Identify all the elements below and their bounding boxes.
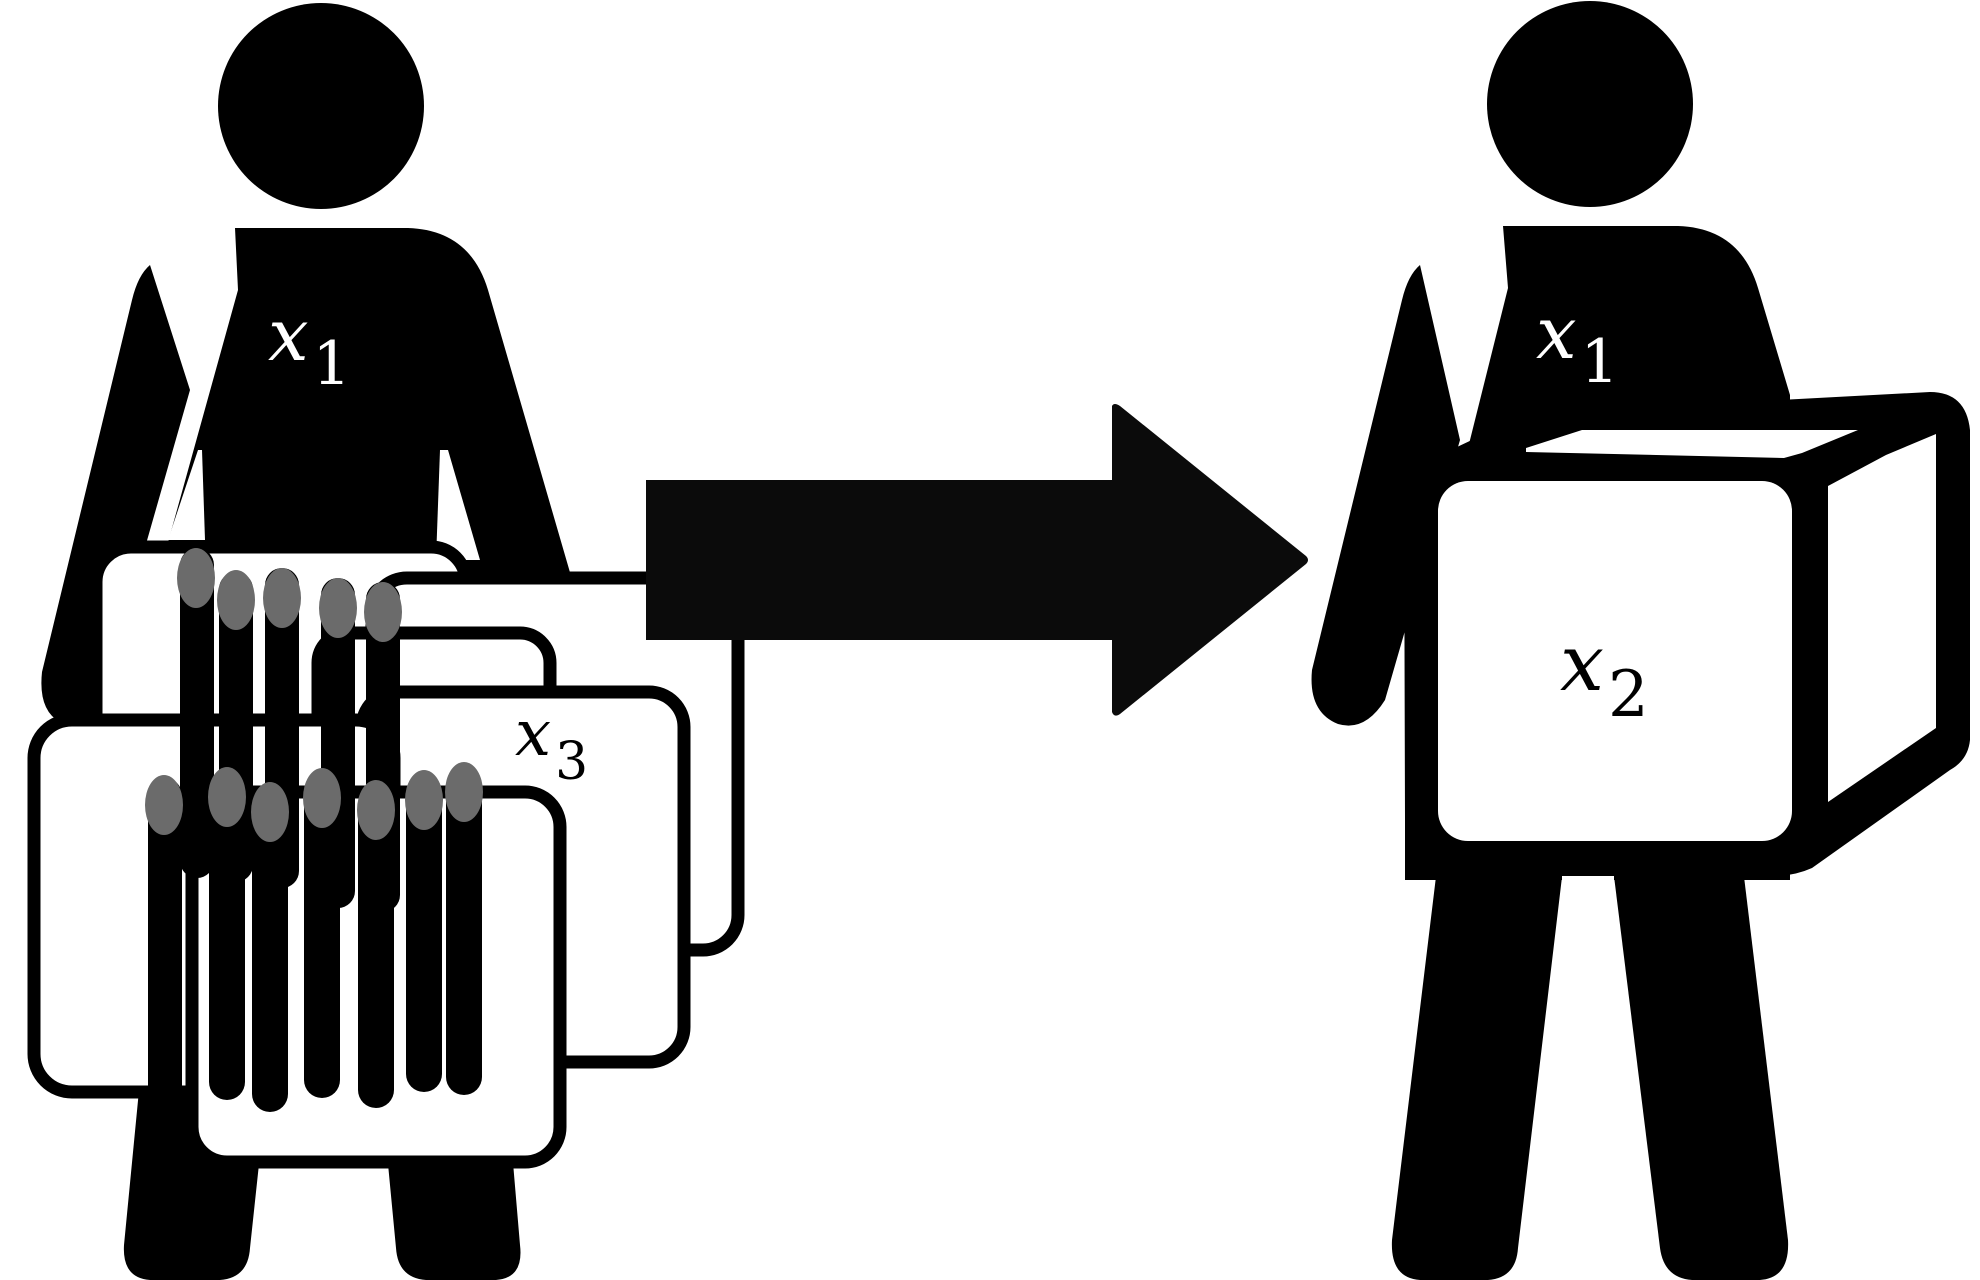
left-person-arm-right [440,265,580,640]
box-front-face [1438,481,1792,841]
person-carrying-box-icon [1404,392,1970,877]
finger [148,778,182,1108]
left-person-arm-gap-left [168,450,205,540]
finger [406,782,442,1092]
finger-tip [251,782,289,842]
left-person-head [218,3,424,209]
left-person-arm-gap-right [436,450,480,560]
box-side-face [1828,434,1936,802]
finger-tip [364,582,402,642]
finger-tip [319,578,357,638]
finger [209,790,245,1100]
finger-tip [208,767,246,827]
box-top-face [1526,430,1858,458]
finger [180,548,214,878]
finger-tip [303,768,341,828]
finger-tip [405,770,443,830]
finger-tip [145,775,183,835]
finger-tip [177,548,215,608]
finger-tip [217,570,255,630]
left-person-arm-left [41,265,191,724]
right-item-label: x2 [1560,619,1649,732]
finger-tip [445,762,483,822]
finger [358,788,394,1108]
left-person-label: x1 [268,293,351,399]
right-person-arm-left [1311,265,1460,726]
left-person-fingers [145,548,483,1112]
right-person-label: x1 [1536,291,1619,397]
right-person-leg-right [1612,860,1789,1280]
finger [304,778,340,1098]
finger [446,775,482,1095]
right-person-head [1487,1,1693,207]
left-item-label: x3 [515,697,588,792]
right-person-leg-left [1391,860,1564,1280]
finger-tip [263,568,301,628]
right-arrow-icon [646,404,1308,716]
finger-tip [357,780,395,840]
right-person-leg-gap [1562,872,1614,932]
finger [252,792,288,1112]
